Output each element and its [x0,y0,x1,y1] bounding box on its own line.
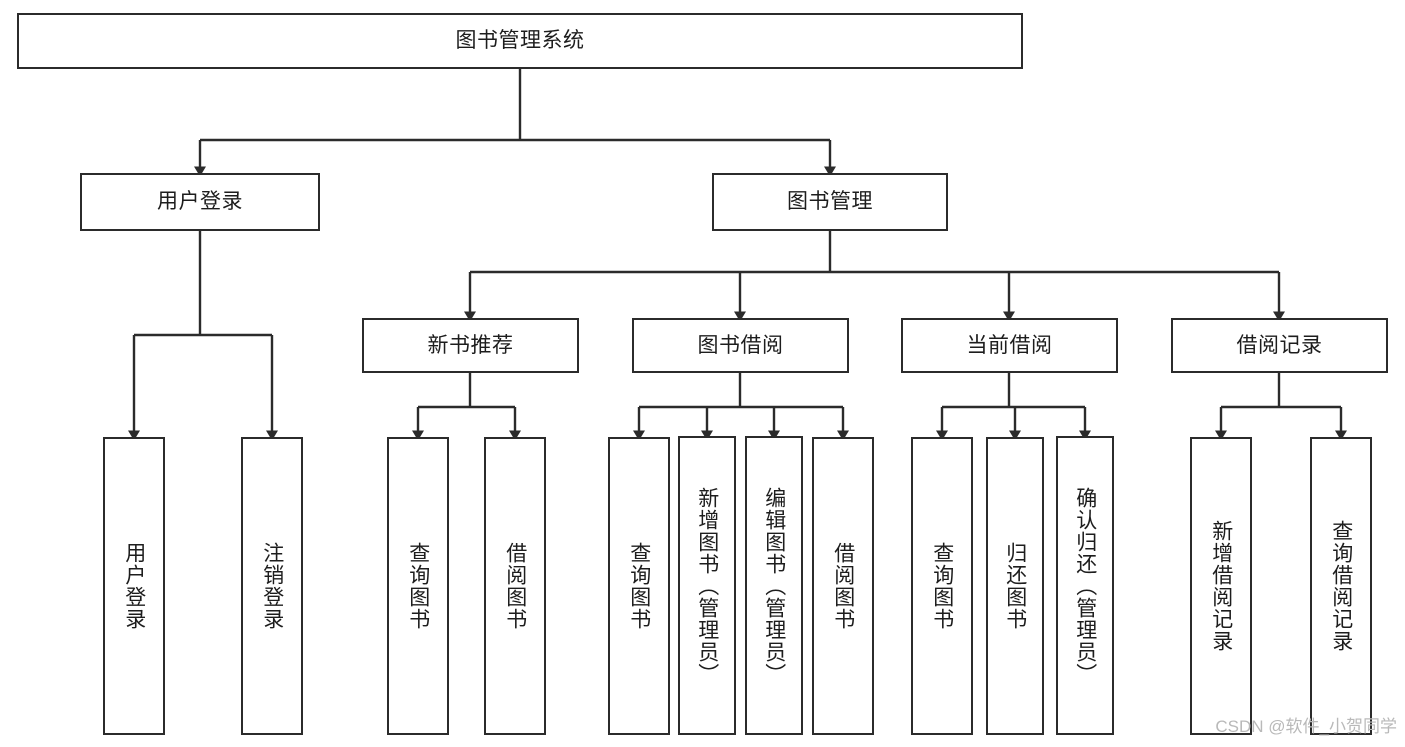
node-leaf_add_book[interactable]: 新增图书（管理员） [678,436,736,735]
node-label: 新增借阅记录 [1209,520,1233,652]
node-label: 新增图书（管理员） [695,486,719,685]
node-leaf_borrow_book_1[interactable]: 借阅图书 [484,437,546,735]
node-book_borrow[interactable]: 图书借阅 [632,318,849,373]
node-leaf_query_book_1[interactable]: 查询图书 [387,437,449,735]
node-label: 用户登录 [122,542,146,630]
node-leaf_borrow_book_2[interactable]: 借阅图书 [812,437,874,735]
node-label: 查询图书 [406,542,430,630]
node-leaf_return_book[interactable]: 归还图书 [986,437,1044,735]
node-leaf_edit_book[interactable]: 编辑图书（管理员） [745,436,803,735]
node-label: 查询图书 [627,542,651,630]
node-root[interactable]: 图书管理系统 [17,13,1023,69]
csdn-watermark: CSDN @软件_小贺同学 [1215,717,1397,736]
node-label: 图书借阅 [697,333,784,357]
node-leaf_user_login[interactable]: 用户登录 [103,437,165,735]
node-label: 查询图书 [930,542,954,630]
node-leaf_query_book_2[interactable]: 查询图书 [608,437,670,735]
node-label: 编辑图书（管理员） [762,486,786,685]
node-new_book_rec[interactable]: 新书推荐 [362,318,579,373]
node-label: 注销登录 [260,542,284,630]
node-book_manage[interactable]: 图书管理 [712,173,948,231]
node-borrow_record[interactable]: 借阅记录 [1171,318,1388,373]
node-label: 确认归还（管理员） [1073,486,1097,685]
node-label: 归还图书 [1003,542,1027,630]
node-label: 当前借阅 [966,333,1053,357]
node-label: 图书管理 [787,190,873,214]
node-leaf_add_record[interactable]: 新增借阅记录 [1190,437,1252,735]
node-leaf_query_record[interactable]: 查询借阅记录 [1310,437,1372,735]
node-leaf_query_book_3[interactable]: 查询图书 [911,437,973,735]
node-label: 新书推荐 [427,333,514,357]
node-label: 图书管理系统 [455,29,585,53]
node-label: 借阅记录 [1236,333,1323,357]
edge-paths [128,69,1347,441]
node-label: 用户登录 [157,190,243,214]
node-label: 借阅图书 [831,542,855,630]
node-label: 借阅图书 [503,542,527,630]
node-label: 查询借阅记录 [1329,520,1353,652]
node-leaf_confirm_return[interactable]: 确认归还（管理员） [1056,436,1114,735]
node-user_login[interactable]: 用户登录 [80,173,320,231]
node-current_borrow[interactable]: 当前借阅 [901,318,1118,373]
node-leaf_logout[interactable]: 注销登录 [241,437,303,735]
